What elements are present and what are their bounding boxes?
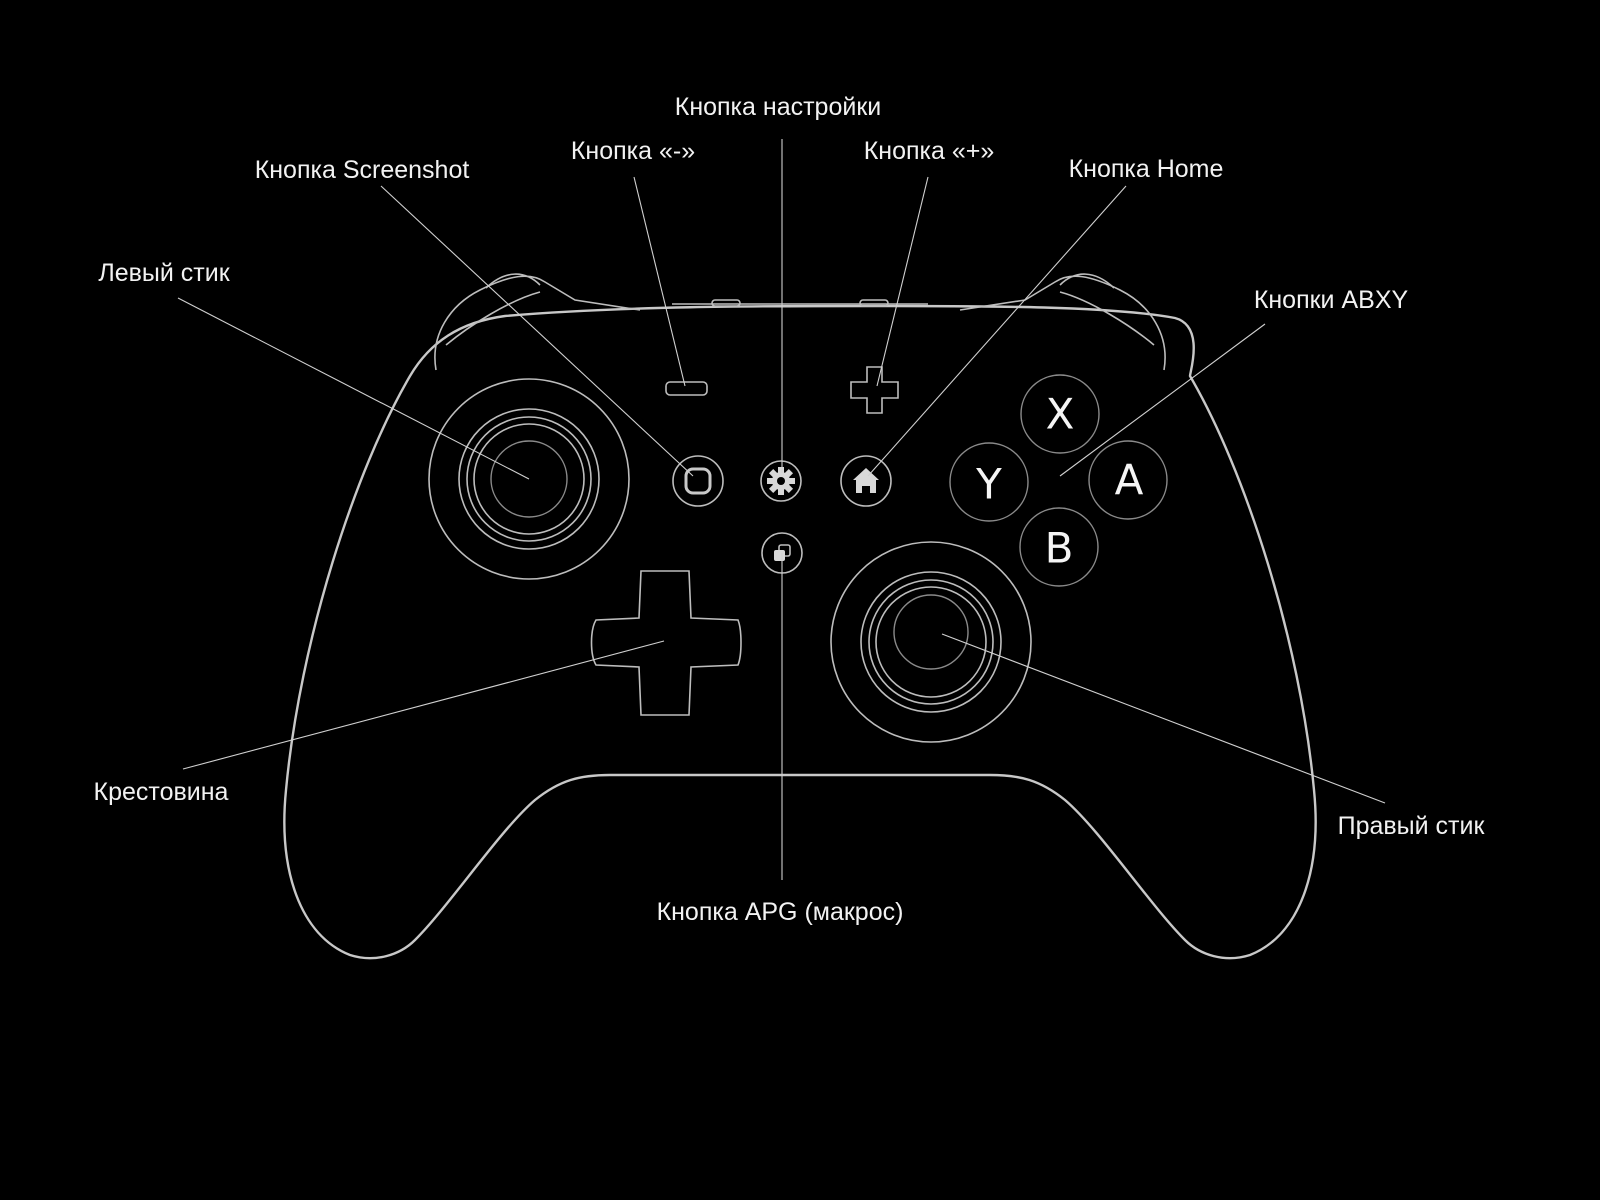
label-dpad: Крестовина [94,778,229,806]
leader-dpad [182,640,665,770]
label-apg: Кнопка APG (макрос) [657,898,904,926]
label-plus: Кнопка «+» [864,137,995,165]
plus-button[interactable] [850,366,899,414]
controller-body [283,304,1317,960]
leader-screenshot [380,185,694,477]
face-button-b-label: B [1045,524,1074,573]
leader-plus [876,176,929,387]
home-button[interactable] [840,455,892,507]
left-stick[interactable] [428,378,630,580]
face-button-a[interactable]: A [1088,440,1168,520]
settings-button[interactable] [760,460,802,502]
left-bumper[interactable] [434,273,641,371]
face-button-y[interactable]: Y [949,442,1029,522]
labels: Кнопка настройки Кнопка «-» Кнопка «+» К… [94,93,1486,926]
label-home: Кнопка Home [1069,155,1224,183]
label-minus: Кнопка «-» [571,137,695,165]
gear-icon [767,467,795,495]
face-button-y-label: Y [975,460,1002,509]
leader-lines [177,139,1386,880]
leader-minus [633,176,686,387]
leader-home [867,185,1127,477]
right-stick[interactable] [830,541,1032,743]
face-button-a-label: A [1115,456,1144,505]
screenshot-icon [684,467,712,495]
label-abxy: Кнопки ABXY [1254,286,1409,314]
leader-abxy [1059,323,1266,477]
dpad[interactable] [590,570,742,716]
face-button-x[interactable]: X [1020,374,1100,454]
leader-right-stick [941,633,1386,804]
face-button-b[interactable]: B [1019,507,1099,587]
face-button-x-label: X [1046,390,1075,439]
screenshot-button[interactable] [672,455,724,507]
label-left-stick: Левый стик [98,259,230,287]
label-settings: Кнопка настройки [675,93,881,121]
home-icon [853,468,879,493]
leader-left-stick [177,297,530,480]
label-screenshot: Кнопка Screenshot [255,156,470,184]
right-bumper[interactable] [959,273,1166,371]
top-edge-detail [672,299,928,307]
label-right-stick: Правый стик [1338,812,1486,840]
minus-button[interactable] [665,381,708,396]
